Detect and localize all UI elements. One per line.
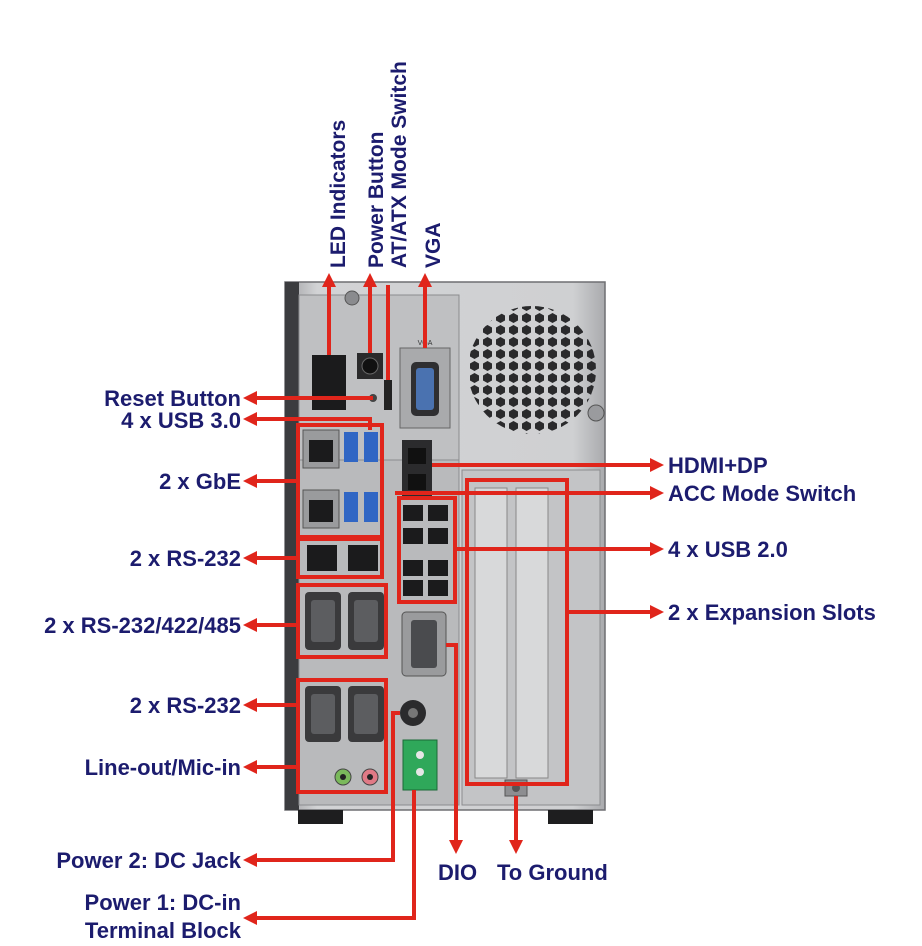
dio-port xyxy=(401,611,447,677)
label-usb20: 4 x USB 2.0 xyxy=(668,537,788,562)
hdmi-dp-ports xyxy=(402,440,432,498)
audio-jacks xyxy=(334,768,379,786)
expansion-slots xyxy=(474,487,549,779)
at-atx-switch xyxy=(384,380,392,410)
vga-port: VGA xyxy=(399,340,451,429)
rs232-422-485-ports xyxy=(305,592,384,650)
label-line-out-mic-in: Line-out/Mic-in xyxy=(85,755,241,780)
usb30-ports xyxy=(344,432,378,522)
labels: LED Indicators Power Button AT/ATX Mode … xyxy=(44,61,876,943)
power-button xyxy=(357,353,383,379)
gbe-ports xyxy=(302,429,340,529)
label-usb30: 4 x USB 3.0 xyxy=(121,408,241,433)
label-power1-line2: Terminal Block xyxy=(85,918,242,943)
label-hdmi-dp: HDMI+DP xyxy=(668,453,768,478)
rs232-bottom-ports xyxy=(305,686,384,742)
label-vga: VGA xyxy=(422,222,445,268)
label-at-atx-mode-switch: AT/ATX Mode Switch xyxy=(388,61,411,268)
label-rs232-bottom: 2 x RS-232 xyxy=(130,693,241,718)
label-rs232-top: 2 x RS-232 xyxy=(130,546,241,571)
label-power1-line1: Power 1: DC-in xyxy=(85,890,241,915)
rs232-top-ports xyxy=(307,545,378,571)
terminal-block xyxy=(402,739,438,791)
fan-grille xyxy=(468,306,596,434)
label-led-indicators: LED Indicators xyxy=(327,120,350,268)
label-power-button: Power Button xyxy=(365,132,388,269)
label-power2-dc-jack: Power 2: DC Jack xyxy=(56,848,241,873)
label-dio: DIO xyxy=(438,860,477,885)
label-acc-mode-switch: ACC Mode Switch xyxy=(668,481,856,506)
callouts xyxy=(243,273,664,925)
label-expansion-slots: 2 x Expansion Slots xyxy=(668,600,876,625)
label-rs232-422-485: 2 x RS-232/422/485 xyxy=(44,613,241,638)
led-indicators xyxy=(312,355,346,410)
label-gbe: 2 x GbE xyxy=(159,469,241,494)
label-reset-button: Reset Button xyxy=(104,386,241,411)
dc-jack xyxy=(400,700,426,726)
label-to-ground: To Ground xyxy=(497,860,608,885)
usb20-ports xyxy=(403,505,448,596)
